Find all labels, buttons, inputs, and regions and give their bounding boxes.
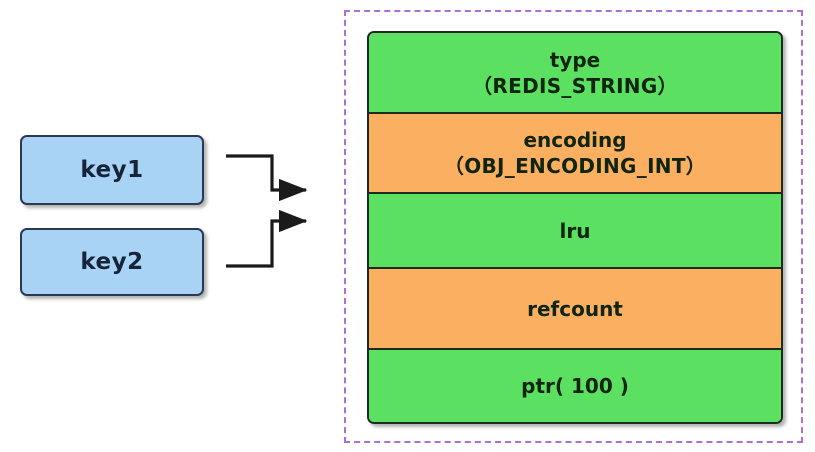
field-name-lru: lru (559, 218, 591, 243)
field-row-type: type （REDIS_STRING） (369, 33, 781, 114)
arrow-key2-to-object (226, 209, 308, 268)
field-row-refcount: refcount (369, 269, 781, 350)
key2-box: key2 (20, 228, 204, 296)
field-detail-type: （REDIS_STRING） (472, 73, 678, 98)
key2-label: key2 (80, 249, 144, 275)
redis-object-dashed-border (344, 10, 803, 443)
field-name-ptr: ptr( 100 ) (521, 374, 629, 398)
redis-object-field-stack: type （REDIS_STRING） encoding （OBJ_ENCODI… (367, 31, 783, 424)
field-row-encoding: encoding （OBJ_ENCODING_INT） (369, 114, 781, 194)
field-name-type: type (549, 47, 601, 72)
key1-label: key1 (80, 157, 144, 183)
field-name-refcount: refcount (527, 296, 623, 321)
field-row-ptr: ptr( 100 ) (369, 350, 781, 422)
key1-box: key1 (20, 135, 204, 205)
field-row-lru: lru (369, 194, 781, 269)
field-name-encoding: encoding (523, 128, 627, 152)
field-detail-encoding: （OBJ_ENCODING_INT） (443, 154, 707, 178)
arrow-key1-to-object (226, 154, 308, 202)
